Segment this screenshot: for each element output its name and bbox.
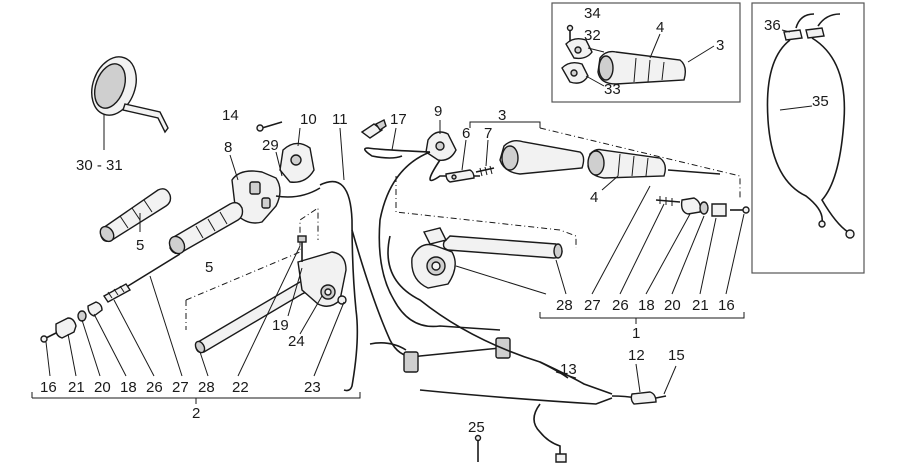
callout-4-main: 4	[590, 189, 598, 206]
spring-7-part	[475, 165, 495, 177]
screw-14-part	[256, 121, 283, 132]
callout-4-kit: 4	[656, 19, 664, 36]
callout-8: 8	[224, 139, 232, 156]
callout-19: 19	[272, 317, 289, 334]
clutch-cable-part	[319, 180, 511, 392]
callout-27-right: 27	[584, 297, 601, 314]
callout-34: 34	[584, 5, 601, 22]
pin-25-part	[474, 434, 482, 462]
left-bar-end-parts	[40, 253, 181, 343]
callout-29: 29	[262, 137, 279, 154]
callout-33: 33	[604, 81, 621, 98]
cable-adjuster-12-part	[630, 391, 667, 405]
switch-cover-10-part	[279, 142, 315, 183]
callout-27-left: 27	[172, 379, 189, 396]
throttle-kit-box	[551, 2, 741, 103]
callout-20-right: 20	[664, 297, 681, 314]
right-switch-cables-part	[364, 147, 569, 379]
callout-35: 35	[812, 93, 829, 110]
callout-3-kit: 3	[716, 37, 724, 54]
callout-21-left: 21	[68, 379, 85, 396]
throttle-cables-35-part	[766, 13, 855, 239]
callout-18-right: 18	[638, 297, 655, 314]
callout-9: 9	[434, 103, 442, 120]
callout-32: 32	[584, 27, 601, 44]
throttle-cable-13-part	[419, 361, 637, 463]
connector-17-part	[360, 119, 387, 139]
throttle-kit-housing-32	[565, 37, 593, 60]
mirror-part	[91, 56, 169, 134]
callout-26-left: 26	[146, 379, 163, 396]
right-bar-end-parts	[655, 196, 750, 217]
left-handlebar-grip-part	[168, 201, 244, 255]
callout-18-left: 18	[120, 379, 137, 396]
callout-7: 7	[484, 125, 492, 142]
callout-5-left-grip: 5	[136, 237, 144, 254]
cable-kit-box	[751, 2, 865, 274]
callout-30-31: 30 - 31	[76, 157, 123, 174]
right-throttle-grip-part	[499, 139, 585, 175]
callout-21-right: 21	[692, 297, 709, 314]
throttle-kit-screw-34	[566, 24, 574, 44]
right-grip-rubber-part	[587, 148, 667, 179]
callout-20-left: 20	[94, 379, 111, 396]
callout-14: 14	[222, 107, 239, 124]
callout-3-main: 3	[498, 107, 506, 124]
callout-17: 17	[390, 111, 407, 128]
callout-22: 22	[232, 379, 249, 396]
callout-16-right: 16	[718, 297, 735, 314]
callout-11: 11	[332, 111, 348, 128]
left-grip-part	[99, 188, 172, 243]
right-clamp-part	[411, 227, 456, 289]
callout-25: 25	[468, 419, 485, 436]
callout-5-handlebar-grip: 5	[205, 259, 213, 276]
right-switch-housing-part	[425, 131, 457, 161]
callout-26-right: 26	[612, 297, 629, 314]
callout-12: 12	[628, 347, 645, 364]
callout-24: 24	[288, 333, 305, 350]
callout-15: 15	[668, 347, 685, 364]
callout-2: 2	[192, 405, 200, 422]
callout-36: 36	[764, 17, 781, 34]
callout-28-right: 28	[556, 297, 573, 314]
callout-1: 1	[632, 325, 640, 342]
callout-6: 6	[462, 125, 470, 142]
callout-28-left: 28	[198, 379, 215, 396]
handlebar-clamp-part	[297, 235, 347, 307]
callout-16-left: 16	[40, 379, 57, 396]
throttle-kit-housing-33	[561, 61, 589, 84]
throttle-kit-grip-4	[597, 50, 687, 85]
throttle-bushing-6-part	[445, 169, 475, 183]
callout-13: 13	[560, 361, 577, 378]
right-handlebar-tube-part	[442, 235, 563, 259]
callout-23: 23	[304, 379, 321, 396]
left-switch-housing-part	[231, 170, 321, 224]
callout-10: 10	[300, 111, 317, 128]
